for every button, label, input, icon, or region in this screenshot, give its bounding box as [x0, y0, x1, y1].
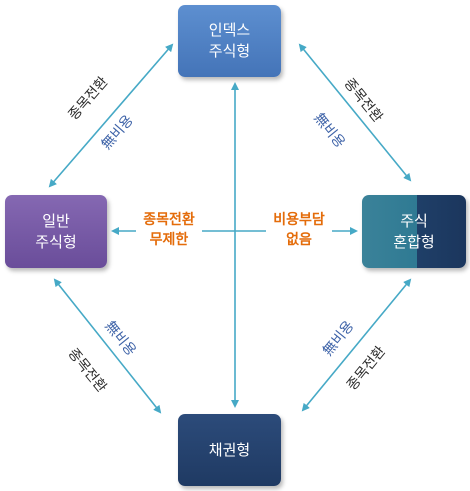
center-label-right-line2: 없음 — [286, 232, 312, 248]
node-general-equity-line2: 주식형 — [35, 232, 77, 251]
center-label-left-line2: 무제한 — [149, 232, 189, 248]
node-index-equity-line1: 인덱스 — [208, 21, 251, 39]
arrow-top-right — [298, 43, 412, 182]
node-bond: 채권형 — [178, 414, 281, 486]
arrow-top-left — [48, 43, 174, 188]
node-index-equity: 인덱스 주식형 — [178, 5, 281, 77]
node-equity-hybrid: 주식 혼합형 — [362, 195, 466, 268]
center-label-right: 비용부담 없음 — [266, 210, 332, 250]
arrow-right-bottom — [301, 278, 412, 412]
node-general-equity-line1: 일반 — [42, 211, 70, 230]
node-equity-hybrid-line2: 혼합형 — [393, 232, 435, 251]
node-index-equity-line2: 주식형 — [208, 42, 251, 60]
center-label-left-line1: 종목전환 — [143, 212, 195, 228]
node-equity-hybrid-line1: 주식 — [400, 211, 428, 230]
center-label-left: 종목전환 무제한 — [136, 210, 202, 250]
center-label-right-line1: 비용부담 — [273, 212, 325, 228]
node-bond-label: 채권형 — [208, 440, 251, 459]
arrow-left-bottom — [53, 278, 162, 414]
node-general-equity: 일반 주식형 — [5, 195, 107, 268]
